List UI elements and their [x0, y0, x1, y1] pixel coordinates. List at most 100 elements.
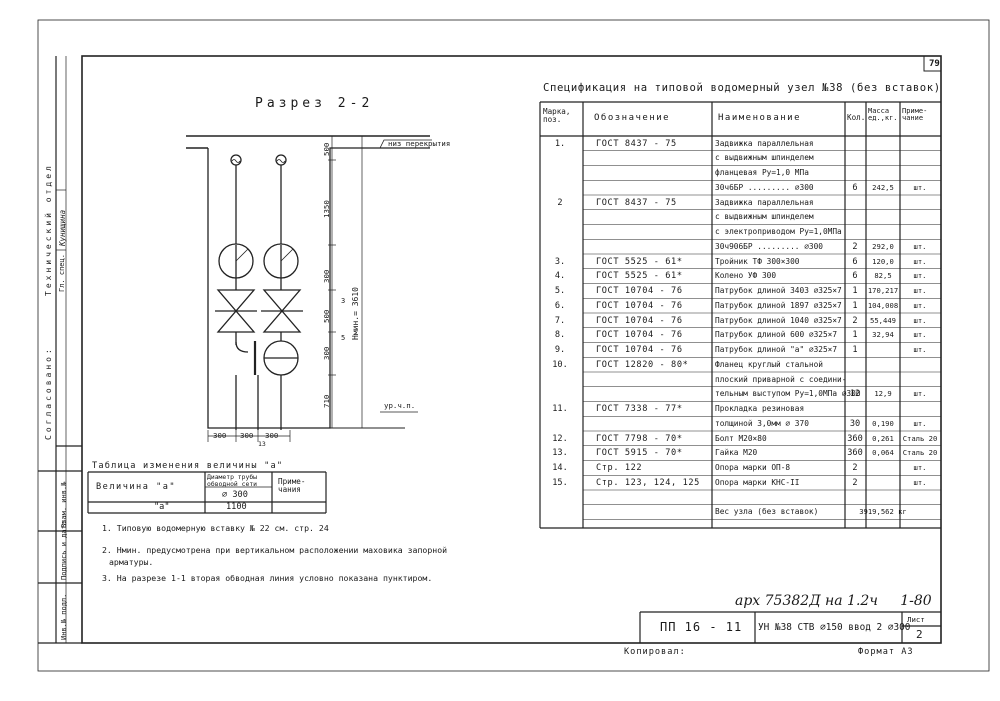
spec-cell-name: Патрубок длиной "a" ⌀325×7 — [715, 345, 838, 354]
spec-cell-name: толщиной 3,0мм ⌀ 370 — [715, 418, 809, 428]
stamp-vzam: Взам. инв.№ — [60, 481, 68, 528]
stamp-sign-date: Подпись и дата — [60, 520, 68, 580]
spec-cell-mass: 170,217 — [867, 286, 899, 295]
note-1: 1. Типовую водомерную вставку № 22 см. с… — [102, 523, 329, 533]
spec-cell-qty: 6 — [852, 271, 858, 282]
spec-cell-name: Фланец круглый стальной — [715, 359, 823, 369]
pos-label-3: 3 — [341, 297, 346, 305]
change-table-d-value: ⌀ 300 — [222, 490, 248, 500]
h-min-label: Hмин.= 3610 — [351, 287, 360, 340]
spec-cell-mark: 15. — [552, 477, 568, 488]
spec-cell-name: с выдвижным шпинделем — [715, 212, 814, 222]
dimension-lines — [207, 135, 366, 442]
spec-cell-qty: 1 — [852, 300, 858, 311]
spec-cell-mark: 12. — [552, 433, 568, 444]
spec-cell-designation: ГОСТ 10704 - 76 — [596, 330, 683, 341]
spec-cell-qty: 2 — [852, 477, 858, 488]
stamp-inv-podl: Инв.№ подл. — [60, 593, 68, 640]
spec-cell-name: Опора марки ОП-8 — [715, 463, 791, 472]
spec-cell-mass: 292,0 — [872, 241, 894, 251]
spec-cell-mark: 4. — [554, 271, 566, 282]
spec-header-note: Приме- чание — [902, 107, 928, 123]
spec-cell-name: Задвижка параллельная — [715, 197, 814, 207]
spec-cell-mark: 9. — [554, 345, 566, 355]
spec-cell-designation: ГОСТ 7798 - 70* — [596, 433, 683, 444]
spec-cell-qty: 1 — [852, 330, 858, 341]
spec-cell-name: Болт М20×80 — [715, 433, 767, 443]
spec-cell-qty: 30 — [849, 418, 861, 429]
spec-cell-name: Патрубок длиной 1040 ⌀325×7 — [715, 315, 842, 325]
spec-cell-note: шт. — [913, 271, 927, 281]
spec-cell-note: шт. — [913, 315, 927, 325]
spec-cell-qty: 2 — [852, 463, 858, 473]
spec-cell-mass: 0,261 — [872, 433, 894, 443]
title-block-sheet-number: 2 — [916, 628, 923, 641]
spec-cell-name: Прокладка резиновая — [715, 404, 805, 413]
dim-v-710: 710 — [322, 394, 331, 408]
spec-cell-designation: ГОСТ 5915 - 70* — [596, 448, 683, 459]
spec-cell-note: Сталь 20 — [902, 448, 938, 458]
spec-header-name: Наименование — [718, 113, 802, 123]
spec-cell-mark: 13. — [552, 448, 568, 459]
title-block-code: ПП 16 - 11 — [660, 620, 743, 634]
spec-cell-note: шт. — [913, 477, 927, 487]
spec-cell-designation: Стр. 123, 124, 125 — [596, 477, 700, 488]
spec-cell-mass: 104,008 — [867, 300, 899, 310]
spec-cell-designation: Стр. 122 — [596, 463, 643, 473]
spec-cell-designation: ГОСТ 10704 - 76 — [596, 286, 683, 296]
spec-cell-mark: 5. — [554, 286, 566, 296]
level-label: ур.ч.п. — [384, 401, 416, 410]
title-block-description: УН №38 СТВ ⌀150 ввод 2 ⌀300 — [758, 622, 911, 633]
spec-cell-note: шт. — [913, 418, 927, 428]
dim-h-300-2: 300 — [240, 431, 254, 440]
spec-header-qty: Кол. — [847, 113, 866, 122]
spec-cell-mark: 7. — [554, 315, 566, 326]
spec-cell-designation: ГОСТ 7338 - 77* — [596, 404, 683, 414]
spec-cell-name: тельным выступом Ру=1,0МПа ⌀300 — [715, 389, 861, 399]
spec-cell-note: шт. — [913, 256, 927, 266]
spec-cell-designation: ГОСТ 8437 - 75 — [596, 197, 677, 208]
page-number: 79 — [929, 59, 940, 69]
section-title: Разрез 2-2 — [255, 96, 374, 111]
footer-format: Формат А3 — [858, 647, 914, 657]
note-3: 3. На разрезе 1-1 вторая обводная линия … — [102, 573, 433, 583]
spec-cell-name: Гайка М20 — [715, 448, 758, 458]
dim-v-1350: 1350 — [322, 200, 331, 218]
spec-cell-designation: ГОСТ 10704 - 76 — [596, 315, 683, 326]
spec-cell-mark: 3. — [554, 256, 566, 267]
spec-cell-note: Сталь 20 — [902, 433, 938, 443]
spec-cell-note: шт. — [913, 463, 927, 472]
spec-cell-mass: 0,190 — [872, 418, 894, 428]
spec-cell-mass: 3919,562 кг — [859, 507, 907, 517]
spec-cell-mark: 8. — [554, 330, 566, 341]
spec-cell-name: Опора марки КНС-II — [715, 477, 800, 487]
spec-cell-designation: ГОСТ 5525 - 61* — [596, 271, 683, 282]
spec-cell-designation: ГОСТ 10704 - 76 — [596, 300, 683, 311]
spec-cell-name: Патрубок длиной 3403 ⌀325×7 — [715, 286, 842, 295]
spec-cell-mass: 32,94 — [872, 330, 894, 340]
spec-cell-designation: ГОСТ 5525 - 61* — [596, 256, 683, 267]
spec-cell-note: шт. — [913, 300, 927, 310]
spec-cell-note: шт. — [913, 182, 927, 192]
spec-cell-note: шт. — [913, 389, 927, 399]
spec-cell-name: Вес узла (без вставок) — [715, 507, 819, 517]
footer-copied: Копировал: — [624, 647, 686, 657]
change-table-col1: Величина "a" — [96, 482, 177, 492]
dim-h-300-1: 300 — [213, 431, 227, 440]
spec-cell-mark: 2 — [557, 197, 563, 208]
spec-cell-qty: 1 — [852, 286, 858, 296]
spec-cell-mark: 1. — [554, 138, 566, 149]
spec-cell-note: шт. — [913, 241, 927, 251]
pos-label-13: 13 — [258, 440, 266, 448]
spec-cell-mass: 0,064 — [872, 448, 894, 458]
spec-cell-name: с электроприводом Ру=1,0МПа — [715, 227, 842, 236]
change-table-title: Таблица изменения величины "a" — [92, 461, 284, 471]
dim-v-500-mid: 500 — [322, 309, 331, 323]
spec-cell-qty: 6 — [852, 182, 858, 193]
change-table-row-value: 1100 — [226, 502, 247, 512]
spec-cell-name: с выдвижным шпинделем — [715, 153, 814, 163]
spec-cell-qty: 12 — [849, 389, 861, 400]
spec-cell-designation: ГОСТ 8437 - 75 — [596, 138, 677, 149]
spec-cell-name: Задвижка параллельная — [715, 138, 814, 148]
